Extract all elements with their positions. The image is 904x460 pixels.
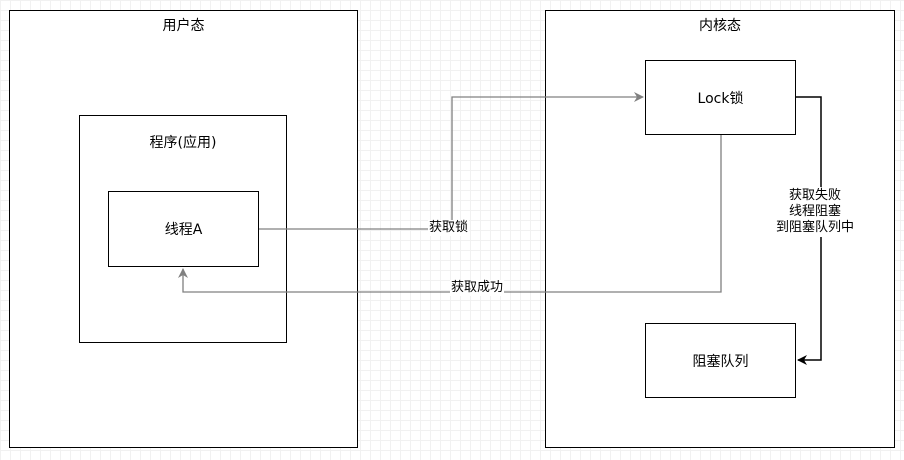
lock-node[interactable]: Lock锁 [645, 60, 796, 135]
acquire-lock-label: 获取锁 [428, 220, 470, 236]
thread-a-label: 线程A [164, 222, 203, 238]
kernel-space-title: 内核态 [699, 18, 741, 34]
acquire-fail-label-line1: 获取失败 [789, 188, 842, 203]
acquire-fail-label-line3: 到阻塞队列中 [776, 220, 855, 235]
blocking-queue-label: 阻塞队列 [692, 353, 749, 370]
thread-a-node[interactable]: 线程A [108, 191, 259, 267]
acquire-fail-label-line2: 线程阻塞 [789, 204, 842, 219]
acquire-success-label: 获取成功 [450, 280, 505, 296]
acquire-lock-connector [259, 92, 644, 230]
acquire-fail-label: 获取失败 线程阻塞 到阻塞队列中 [774, 187, 857, 237]
lock-label: Lock锁 [697, 90, 744, 107]
blocking-queue-node[interactable]: 阻塞队列 [645, 323, 796, 398]
program-title: 程序(应用) [149, 135, 217, 151]
user-space-title: 用户态 [162, 18, 205, 34]
